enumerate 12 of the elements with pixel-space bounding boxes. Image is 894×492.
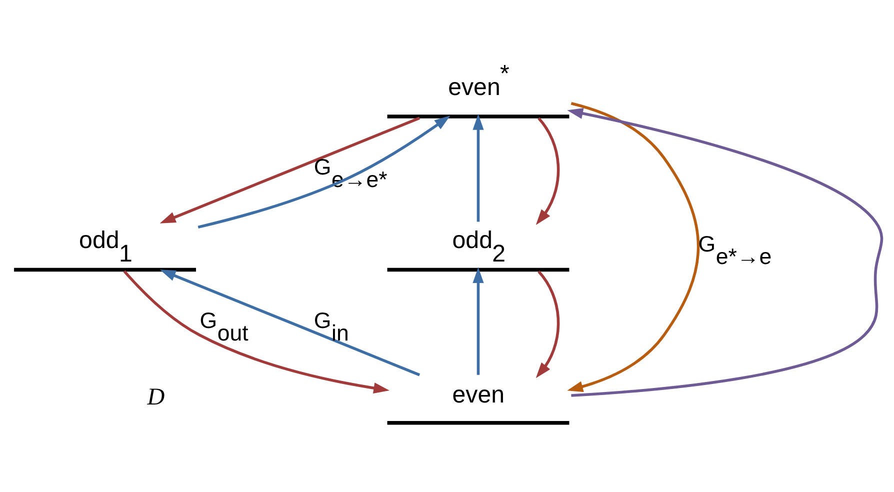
arrow	[472, 266, 484, 374]
label: D	[147, 383, 165, 410]
node-text: even	[452, 380, 505, 408]
arrow	[472, 114, 484, 222]
arrow	[567, 108, 884, 396]
arrow	[536, 116, 560, 224]
arrow	[536, 270, 560, 378]
arrow	[198, 115, 450, 228]
arrow	[123, 270, 390, 394]
arrow	[160, 116, 420, 223]
arrow	[567, 102, 700, 392]
arrow	[160, 269, 420, 376]
